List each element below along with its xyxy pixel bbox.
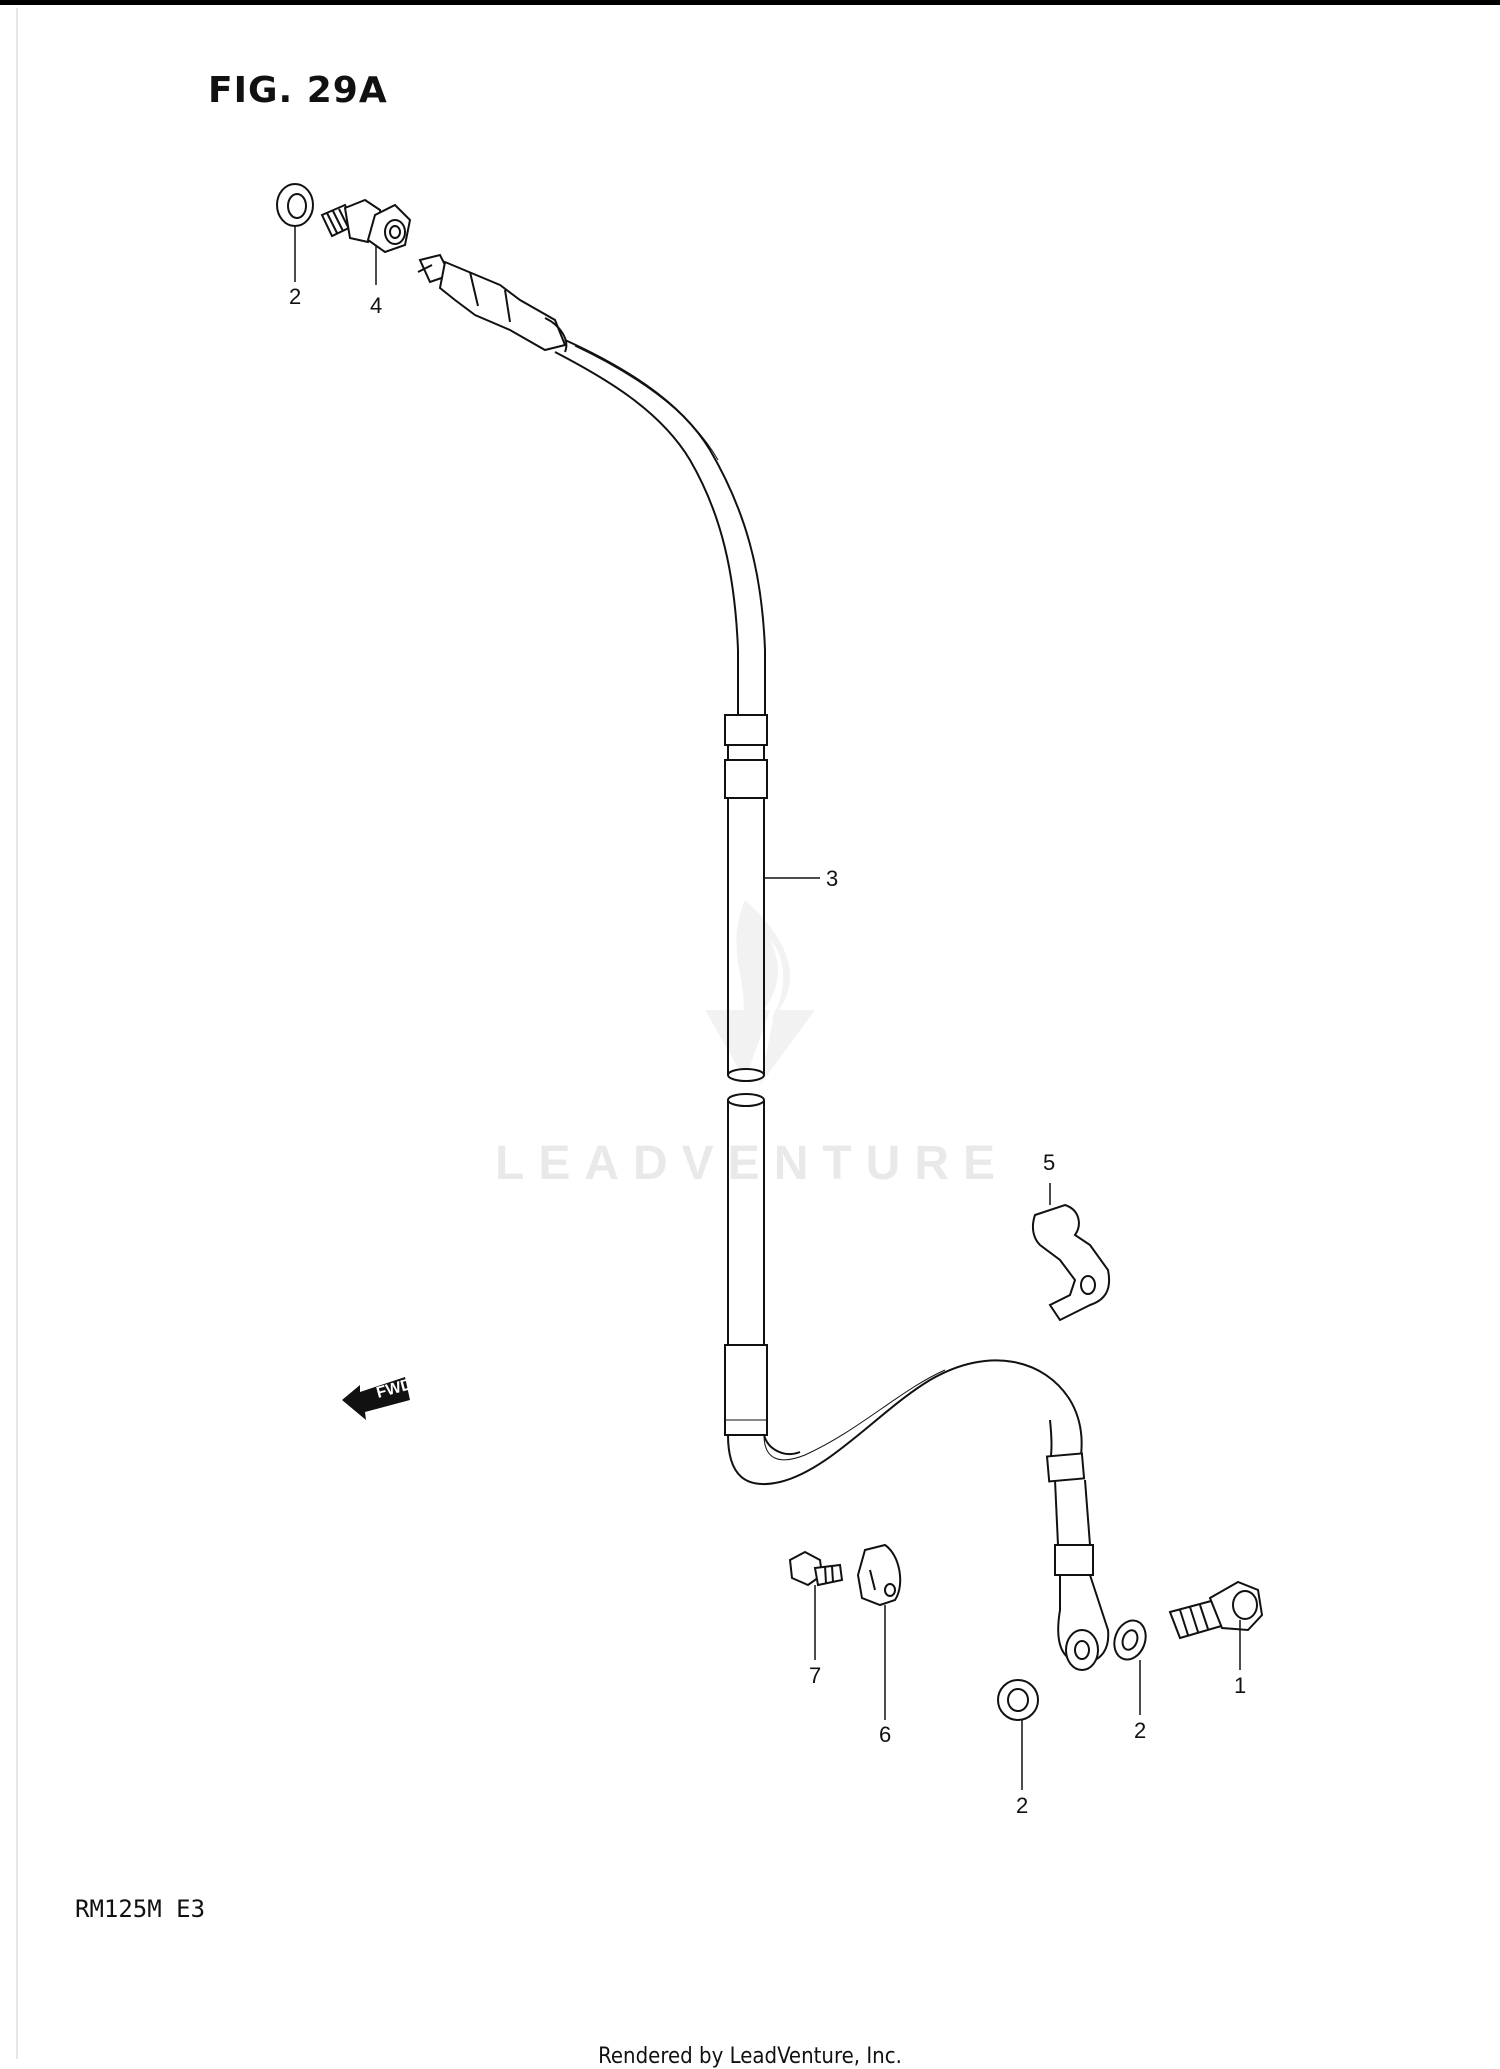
callout-2-washer-top: 2 — [289, 284, 302, 309]
forward-arrow-icon — [342, 1377, 410, 1420]
leader-lines — [294, 226, 1241, 1790]
union-fitting-icon — [320, 198, 412, 254]
callout-4-union: 4 — [370, 293, 383, 318]
brake-hose-icon — [417, 253, 1110, 1671]
hose-clamp-icon — [1031, 1203, 1110, 1322]
sealing-washer-icon — [1113, 1619, 1147, 1661]
callout-7-bolt: 7 — [809, 1663, 822, 1688]
watermark-logo-icon — [705, 900, 815, 1085]
callout-5-clamp: 5 — [1043, 1150, 1056, 1175]
callout-2-washer-bottom: 2 — [1016, 1793, 1029, 1818]
figure-title: FIG. 29A — [208, 70, 388, 111]
callout-1-banjo-bolt: 1 — [1234, 1673, 1247, 1698]
watermark-text: LEADVENTURE — [495, 1137, 1010, 1190]
model-code: RM125M E3 — [75, 1895, 206, 1923]
sealing-washer-icon — [276, 183, 314, 227]
hose-guide-icon — [856, 1543, 902, 1607]
sealing-washer-icon — [997, 1679, 1039, 1721]
callout-2-washer-right: 2 — [1134, 1718, 1147, 1743]
bolt-icon — [788, 1550, 844, 1587]
callout-3-hose: 3 — [826, 866, 839, 891]
banjo-bolt-icon — [1168, 1580, 1264, 1640]
callout-6-guide: 6 — [879, 1722, 892, 1747]
